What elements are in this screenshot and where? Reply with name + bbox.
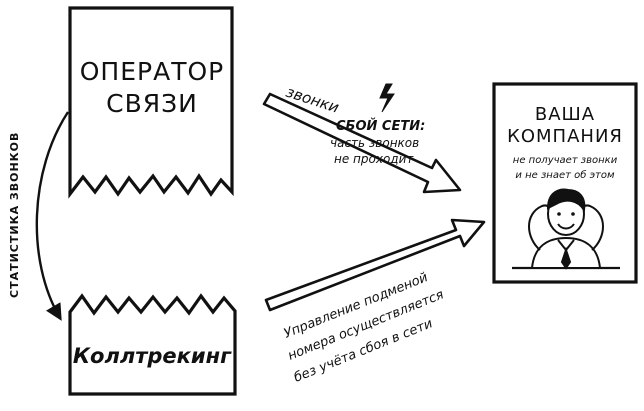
- failure-line2: часть звонков: [330, 136, 419, 150]
- failure-line1: СБОЙ СЕТИ:: [336, 118, 425, 134]
- operator-title-line1: ОПЕРАТОР: [80, 57, 224, 86]
- failure-line3: не проходит: [334, 152, 414, 166]
- company-title-line1: ВАША: [535, 104, 595, 125]
- company-note-line1: не получает звонки: [513, 155, 618, 166]
- management-arrow: [264, 218, 486, 312]
- lightning-icon: [379, 83, 395, 113]
- calls-arrow: [262, 92, 462, 194]
- stats-arrow: [35, 111, 70, 321]
- calltracking-label: Коллтрекинг: [73, 344, 232, 368]
- calltracking-box: [68, 293, 237, 396]
- company-title-line2: КОМПАНИЯ: [507, 126, 623, 147]
- company-note-line2: и не знает об этом: [515, 169, 615, 181]
- relaxed-person-illustration: [512, 188, 620, 270]
- operator-box: [68, 6, 234, 199]
- stats-label: СТАТИСТИКА ЗВОНКОВ: [8, 132, 21, 298]
- operator-title-line2: СВЯЗИ: [106, 89, 198, 118]
